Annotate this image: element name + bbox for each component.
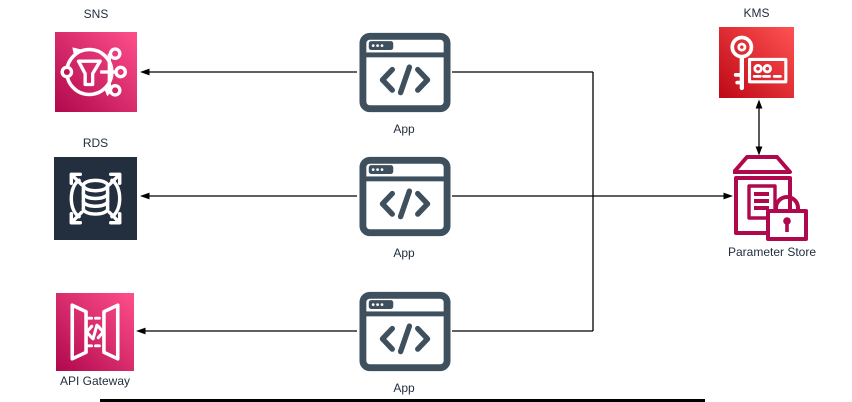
kms-icon <box>719 27 794 98</box>
edge-apps-to-parameter-store <box>452 192 733 200</box>
sns-icon <box>55 32 137 112</box>
app-bottom-label: App <box>393 381 415 395</box>
edge-kms-to-parameter-store <box>755 99 763 156</box>
rds-label: RDS <box>82 136 109 150</box>
parameter-store-icon <box>733 153 813 241</box>
api-gateway-icon <box>56 293 134 371</box>
edge-app-bottom-to-api-gateway <box>136 327 357 335</box>
app-middle-label: App <box>393 246 415 260</box>
edge-app-middle-to-rds <box>140 192 357 200</box>
rds-icon <box>54 157 137 240</box>
app-bottom-icon <box>359 291 451 372</box>
app-top-label: App <box>393 122 415 136</box>
bottom-edge-bar <box>100 399 705 402</box>
app-middle-icon <box>359 156 451 237</box>
edge-app-top-to-sns <box>140 68 357 76</box>
app-top-icon <box>359 32 451 113</box>
api-gateway-label: API Gateway <box>59 374 131 388</box>
kms-label: KMS <box>743 6 770 20</box>
sns-label: SNS <box>83 7 109 21</box>
edge-apps-bus <box>452 71 594 332</box>
parameter-store-label: Parameter Store <box>727 245 817 259</box>
